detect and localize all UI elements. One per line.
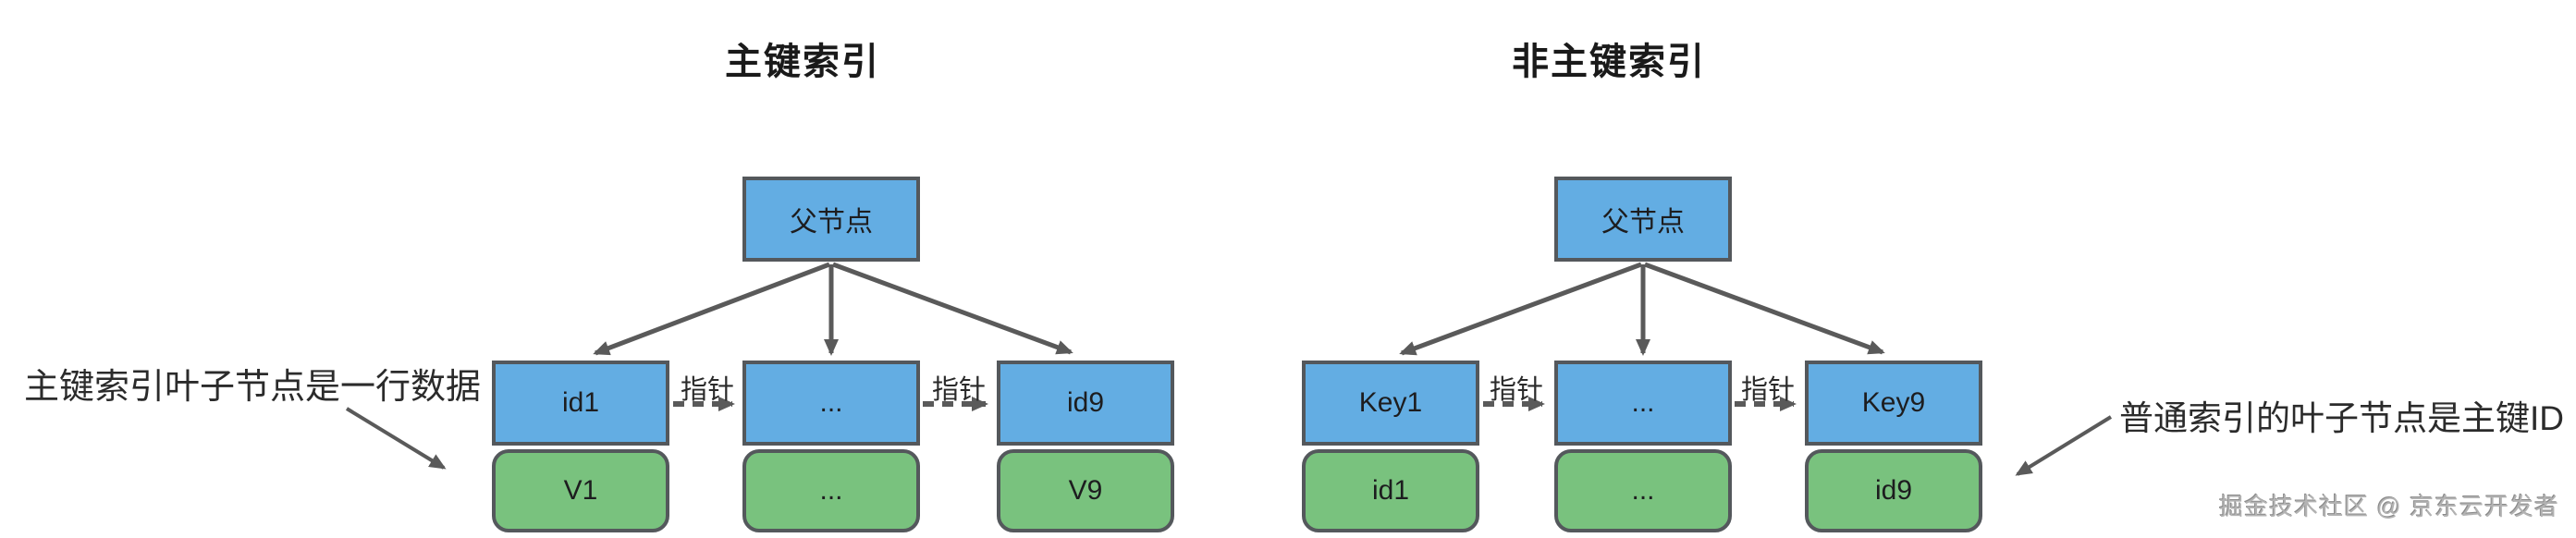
right-annotation: 普通索引的叶子节点是主键ID	[2119, 399, 2564, 437]
left-parent-to-leaf1-arrow	[593, 262, 830, 356]
right-parent-to-leaf1-arrow	[1399, 262, 1642, 356]
left-leaf-value-1: ...	[742, 449, 920, 532]
right-leaf-key-2: Key9	[1805, 361, 1982, 446]
left-leaf-key-2: id9	[997, 361, 1174, 446]
right-leaf-key-0: Key1	[1302, 361, 1479, 446]
left-pointer-label-1: 指针	[680, 375, 734, 405]
left-leaf-value-2: V9	[997, 449, 1174, 532]
right-parent-to-leaf3-arrow	[1644, 262, 1885, 355]
right-leaf-value-1: ...	[1554, 449, 1732, 532]
right-diagram-title: 非主键索引	[1512, 42, 1706, 82]
left-leaf-key-0: id1	[492, 361, 669, 446]
right-leaf-key-1: ...	[1554, 361, 1732, 446]
left-leaf-key-1: ...	[742, 361, 920, 446]
right-pointer-label-2: 指针	[1740, 375, 1795, 405]
left-annotation: 主键索引叶子节点是一行数据	[24, 368, 482, 407]
left-leaf-value-0: V1	[492, 449, 669, 532]
left-parent-to-leaf3-arrow	[832, 262, 1073, 355]
watermark: 掘金技术社区 @ 京东云开发者	[2219, 493, 2559, 520]
right-leaf-value-2: id9	[1805, 449, 1982, 532]
right-annotation-arrow	[2015, 415, 2113, 476]
left-diagram-title: 主键索引	[725, 42, 880, 82]
right-pointer-label-1: 指针	[1489, 375, 1543, 405]
right-parent-node: 父节点	[1554, 177, 1732, 262]
left-parent-node: 父节点	[742, 177, 920, 262]
left-pointer-label-2: 指针	[931, 375, 986, 405]
left-annotation-arrow	[345, 407, 447, 470]
right-leaf-value-0: id1	[1302, 449, 1479, 532]
